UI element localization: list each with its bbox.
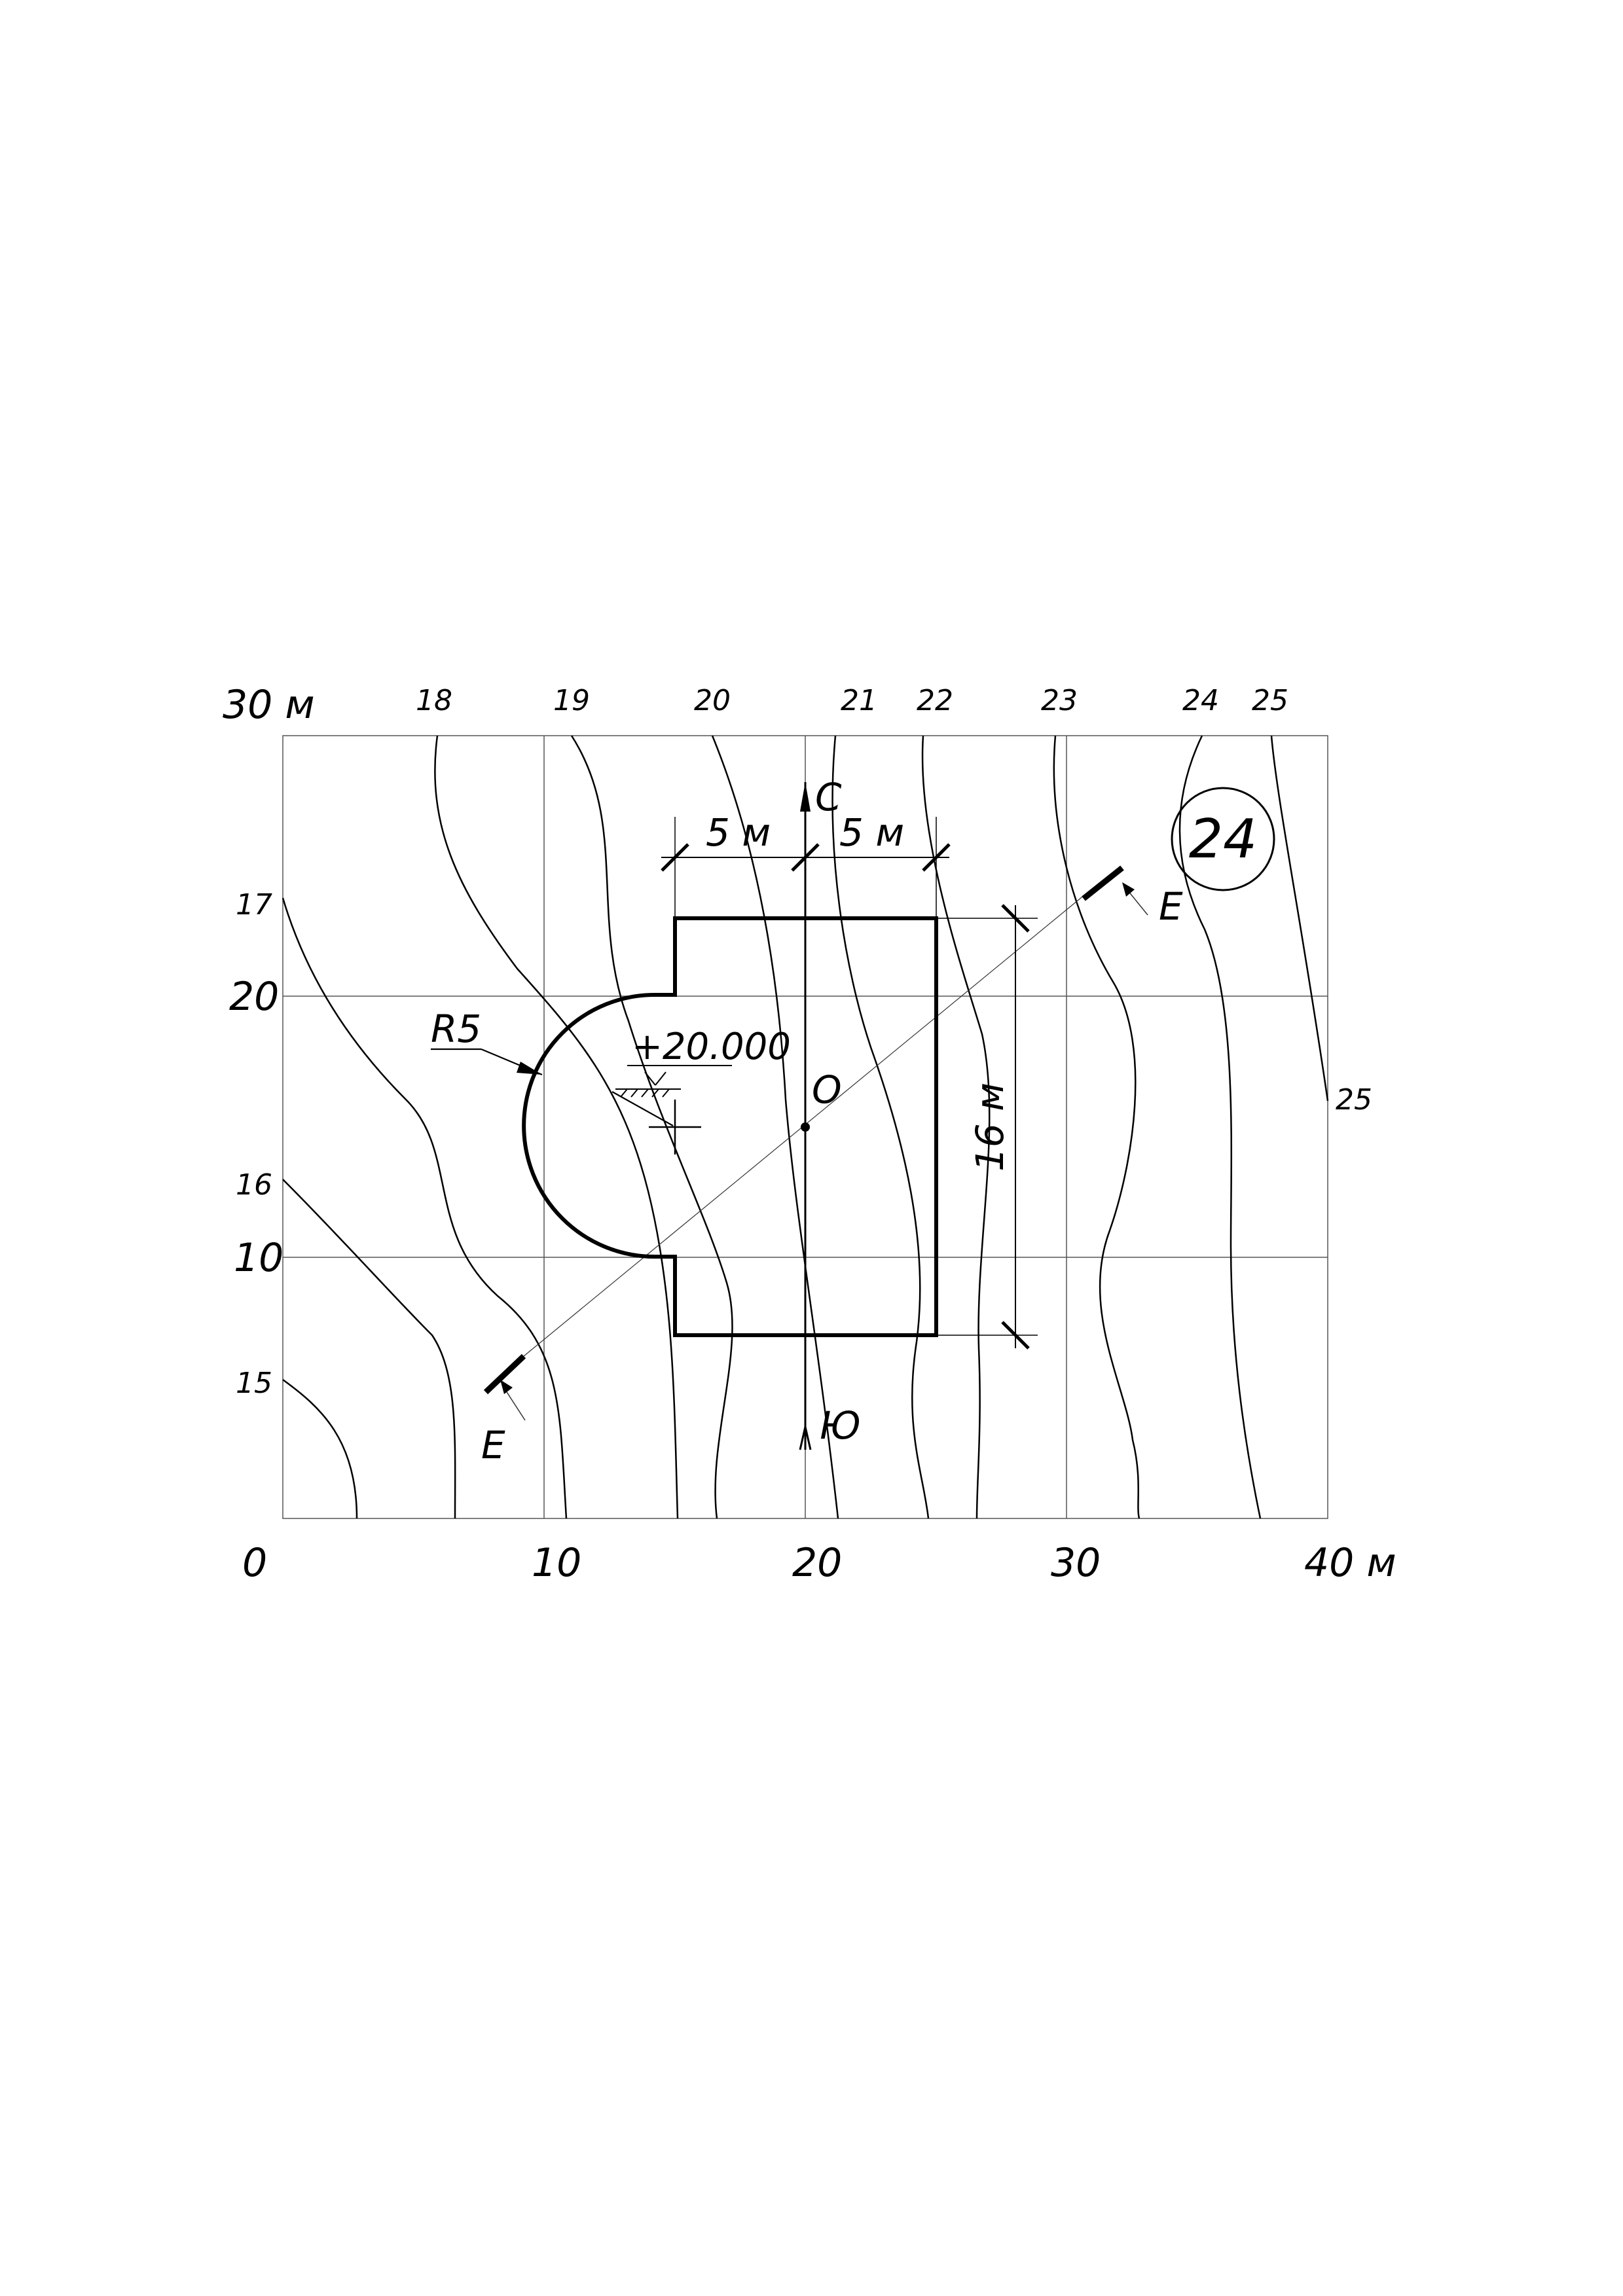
- north-arrow-icon: [800, 782, 811, 812]
- south-label: Ю: [820, 1403, 861, 1448]
- height-label: 16 м: [968, 1083, 1012, 1172]
- contour-16: [282, 1179, 456, 1519]
- radius-arrowhead: [517, 1062, 542, 1075]
- north-south-axis: [799, 782, 812, 1450]
- contour-22: [921, 735, 991, 1519]
- contour-18: [434, 735, 679, 1519]
- sheet-number: 24: [1189, 808, 1257, 870]
- center-point: [801, 1122, 810, 1132]
- section-label-start: Е: [481, 1423, 505, 1467]
- center-label: O: [812, 1067, 842, 1112]
- building-outline: [522, 916, 938, 1337]
- contour-label-19: 19: [553, 684, 590, 717]
- y-tick-30: 30 м: [223, 682, 315, 728]
- radius-label: R5: [431, 1007, 481, 1051]
- width-dimension: [661, 817, 951, 916]
- contour-17: [282, 897, 568, 1519]
- contour-23: [1053, 735, 1140, 1519]
- contour-15: [282, 1378, 358, 1519]
- north-label: С: [815, 775, 842, 819]
- contour-label-25-right: 25: [1336, 1083, 1372, 1117]
- x-tick-20: 20: [792, 1540, 842, 1586]
- contour-20: [711, 735, 839, 1519]
- section-arrowhead-start: [500, 1380, 513, 1394]
- width-left-label: 5 м: [706, 810, 771, 855]
- section-arrowhead-end: [1122, 882, 1135, 897]
- contour-label-20: 20: [694, 684, 731, 717]
- x-tick-10: 10: [532, 1540, 581, 1586]
- elevation-marker: [615, 1065, 732, 1098]
- x-tick-30: 30: [1051, 1540, 1101, 1586]
- section-line: [483, 865, 1148, 1421]
- contour-label-22: 22: [917, 684, 953, 717]
- x-tick-40: 40 м: [1304, 1540, 1396, 1586]
- width-right-label: 5 м: [839, 810, 904, 855]
- contour-label-23: 23: [1041, 684, 1078, 717]
- section-label-end: Е: [1159, 884, 1183, 929]
- contour-lines: [282, 735, 1329, 1519]
- section-stroke-start: [483, 1354, 526, 1395]
- contour-label-25: 25: [1252, 684, 1288, 717]
- contour-label-21: 21: [841, 684, 877, 717]
- x-tick-0: 0: [242, 1540, 267, 1586]
- sheet-number-circle: [1171, 787, 1275, 891]
- section-stroke-end: [1082, 865, 1124, 901]
- contour-24: [1178, 735, 1262, 1519]
- contour-label-17: 17: [236, 888, 272, 922]
- contour-25: [1270, 735, 1329, 1102]
- contour-label-15: 15: [236, 1367, 272, 1400]
- height-dimension: [938, 904, 1038, 1350]
- y-tick-10: 10: [234, 1235, 283, 1281]
- contour-label-18: 18: [416, 684, 452, 717]
- south-arrow-icon: [799, 1426, 812, 1450]
- radius-center-cross: [649, 1100, 701, 1155]
- contour-21: [831, 735, 930, 1519]
- contour-label-24: 24: [1182, 684, 1219, 717]
- contour-label-16: 16: [236, 1168, 272, 1202]
- elevation-label: +20.000: [632, 1026, 791, 1068]
- y-tick-20: 20: [229, 974, 279, 1020]
